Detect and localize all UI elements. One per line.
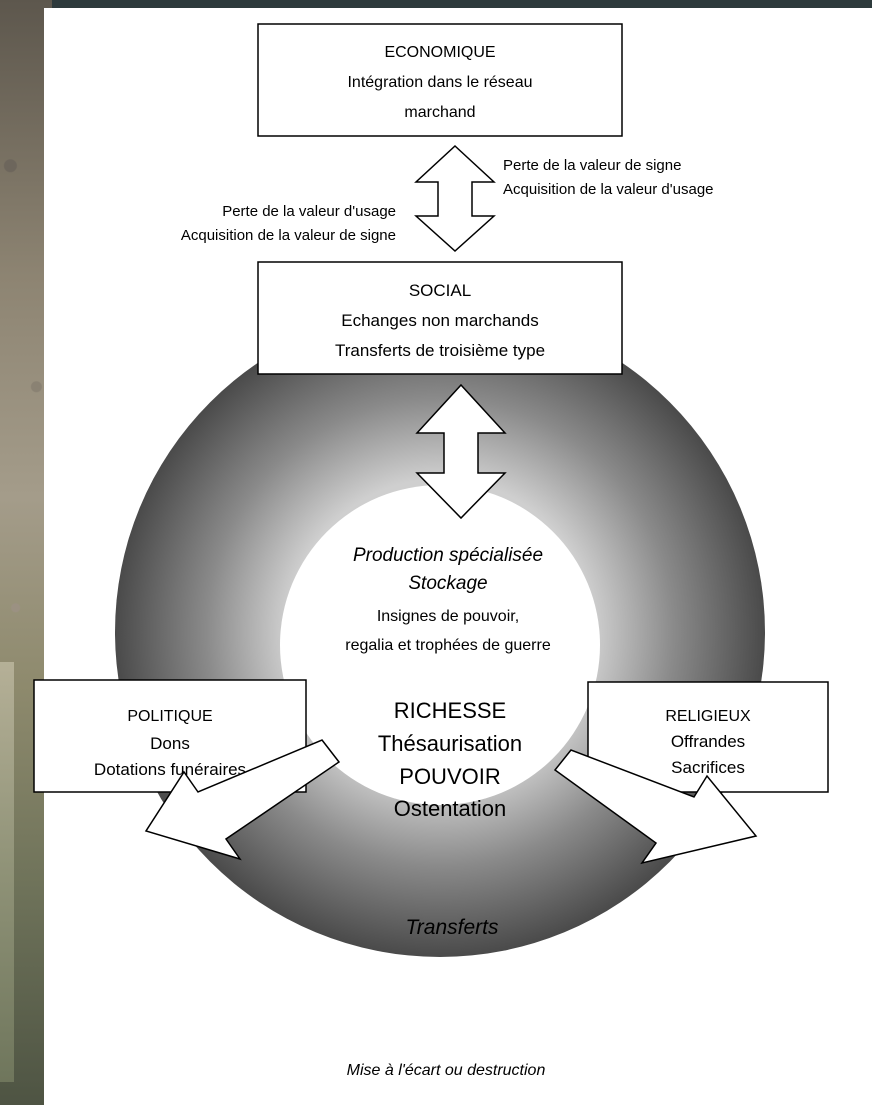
center-word-richesse: RICHESSE [394, 698, 506, 723]
arrow-label-left-line1: Perte de la valeur d'usage [222, 203, 396, 220]
arrow-to-religieux [553, 749, 758, 865]
box-economique: ECONOMIQUE Intégration dans le réseau ma… [257, 23, 623, 137]
center-word-thesaurisation: Thésaurisation [378, 731, 522, 756]
center-circle [280, 485, 600, 805]
ring-label-transferts: Transferts [406, 916, 499, 939]
double-arrow-economique-social [414, 144, 496, 253]
box-religieux-line2: Sacrifices [671, 758, 745, 777]
arrow-to-politique [144, 739, 341, 861]
double-arrow-social-center [415, 383, 507, 520]
box-religieux-line1: Offrandes [671, 732, 745, 751]
box-social-title: SOCIAL [409, 281, 471, 300]
center-line1: Production spécialisée [353, 545, 543, 566]
box-economique-line2: marchand [404, 104, 475, 121]
box-politique-line1: Dons [150, 734, 190, 753]
footer-caption: Mise à l'écart ou destruction [347, 1062, 546, 1079]
arrow-label-right-line2: Acquisition de la valeur d'usage [503, 181, 714, 198]
center-word-pouvoir: POUVOIR [399, 764, 500, 789]
box-politique-line2: Dotations funéraires [94, 760, 246, 779]
arrow-label-right-line1: Perte de la valeur de signe [503, 157, 681, 174]
box-religieux-title: RELIGIEUX [665, 708, 751, 725]
center-line3: Insignes de pouvoir, [377, 608, 519, 625]
background-photo-left-lower [0, 662, 14, 1082]
box-social-line2: Transferts de troisième type [335, 341, 545, 360]
center-line2: Stockage [408, 573, 487, 594]
box-politique-title: POLITIQUE [127, 708, 212, 725]
arrow-label-left-line2: Acquisition de la valeur de signe [181, 227, 396, 244]
center-line4: regalia et trophées de guerre [345, 637, 551, 654]
box-social: SOCIAL Echanges non marchands Transferts… [257, 261, 623, 375]
box-religieux: RELIGIEUX Offrandes Sacrifices [587, 681, 829, 793]
box-social-line1: Echanges non marchands [341, 311, 539, 330]
diagram-sheet-edge [830, 792, 872, 1105]
box-economique-line1: Intégration dans le réseau [347, 74, 532, 91]
center-word-ostentation: Ostentation [394, 796, 507, 821]
box-economique-title: ECONOMIQUE [384, 44, 495, 61]
